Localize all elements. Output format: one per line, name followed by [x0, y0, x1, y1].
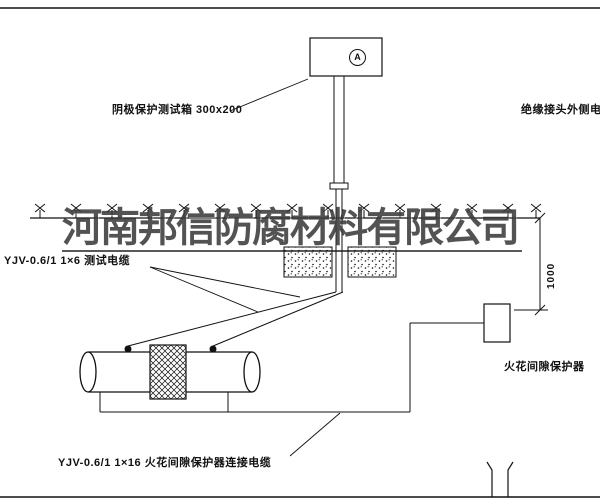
insulation-joint-outer-cable-label: 绝缘接头外侧电缆 — [521, 104, 600, 116]
test-box — [309, 37, 383, 77]
concrete-blocks — [283, 246, 397, 278]
dimension-line — [514, 212, 548, 316]
sheet-border-lines — [0, 7, 600, 498]
spark-gap-cable-route — [99, 322, 484, 413]
spark-gap-protector-symbol — [483, 303, 511, 343]
test-cable-label: YJV-0.6/1 1×6 测试电缆 — [4, 255, 131, 267]
insulating-joint — [149, 344, 187, 400]
weld-connection-dots — [124, 345, 217, 353]
leader-lines — [149, 78, 341, 457]
ground-hatch-marks — [34, 203, 542, 219]
electrode-symbol — [486, 461, 514, 497]
burial-depth-dimension: 1000 — [546, 262, 557, 289]
spark-gap-protector-label: 火花间隙保护器 — [504, 361, 585, 373]
conduit-riser — [329, 76, 349, 292]
ammeter-symbol: A — [349, 49, 366, 66]
test-cables — [127, 291, 344, 347]
test-box-label: 阴极保护测试箱 300x200 — [112, 104, 243, 116]
spark-gap-cable-label: YJV-0.6/1 1×16 火花间隙保护器连接电缆 — [58, 457, 272, 469]
